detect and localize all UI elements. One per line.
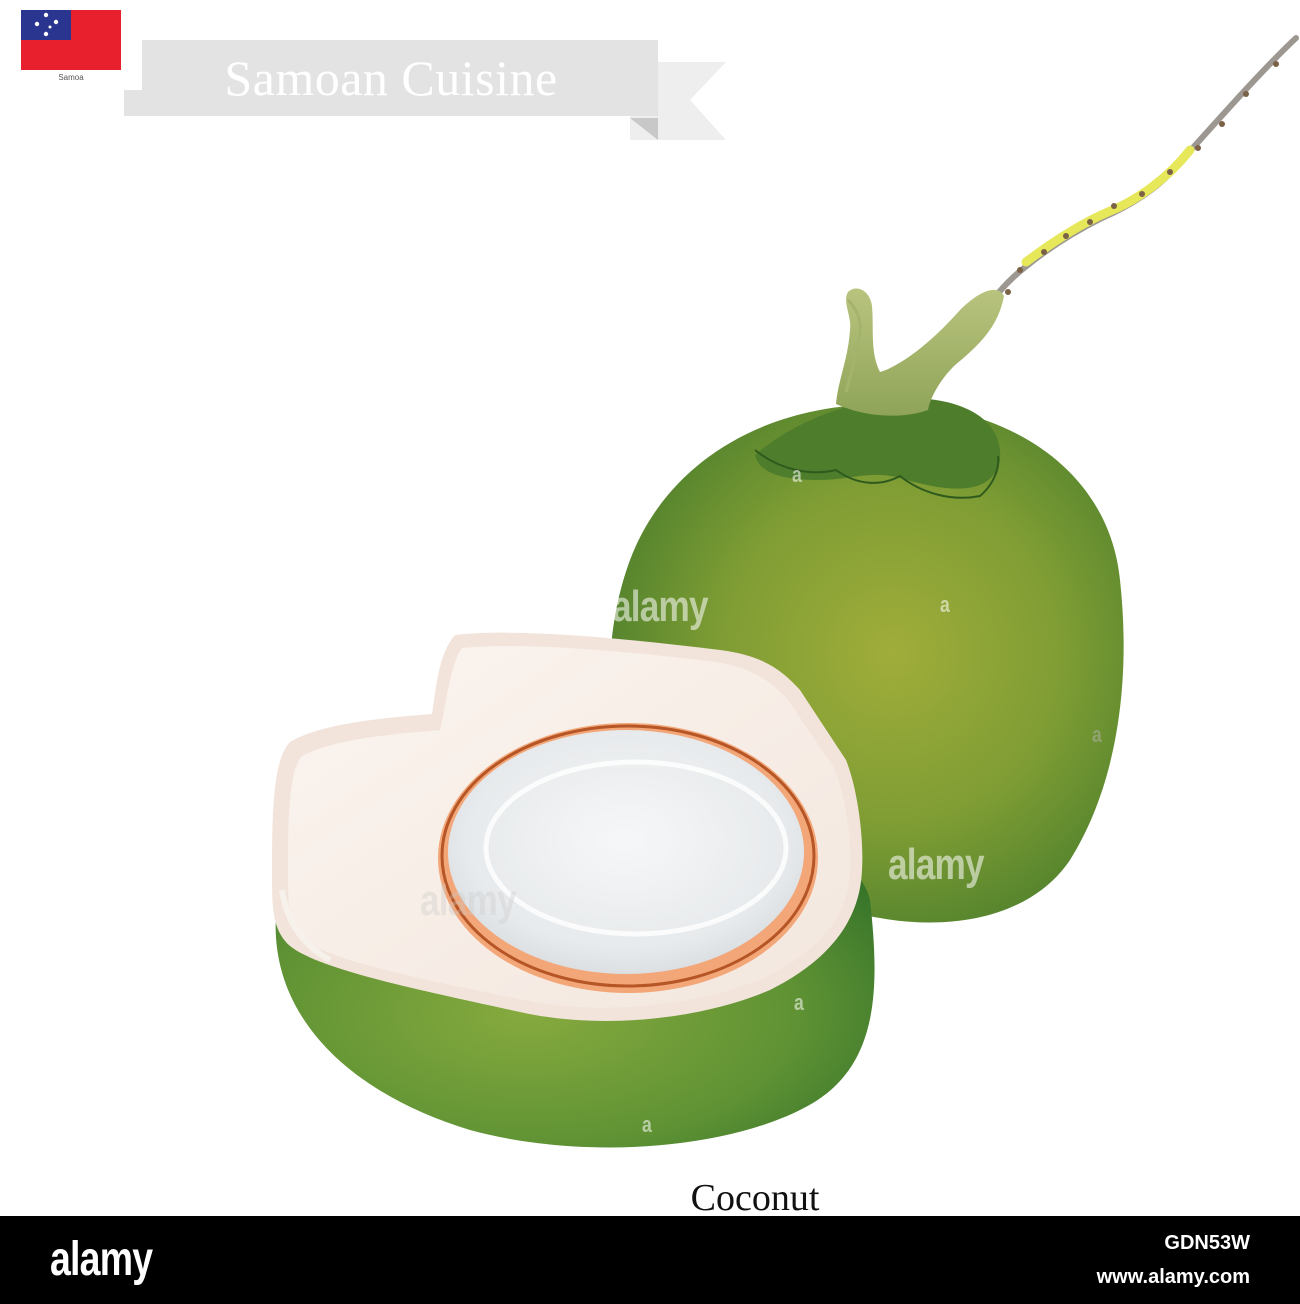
country-label: Samoa bbox=[58, 73, 84, 82]
footer-bar: alamy GDN53W www.alamy.com bbox=[0, 1216, 1300, 1304]
ribbon-banner-icon bbox=[124, 40, 726, 140]
stock-url: www.alamy.com bbox=[1096, 1266, 1250, 1288]
cut-coconut-icon bbox=[272, 632, 875, 1148]
fruit-caption: Coconut bbox=[690, 1177, 820, 1219]
samoa-flag-icon bbox=[0, 0, 142, 90]
image-id: GDN53W bbox=[1164, 1232, 1250, 1254]
brand-logo: alamy bbox=[50, 1233, 153, 1286]
flag-card: Samoa bbox=[0, 0, 142, 90]
page-title: Samoan Cuisine bbox=[224, 50, 558, 106]
